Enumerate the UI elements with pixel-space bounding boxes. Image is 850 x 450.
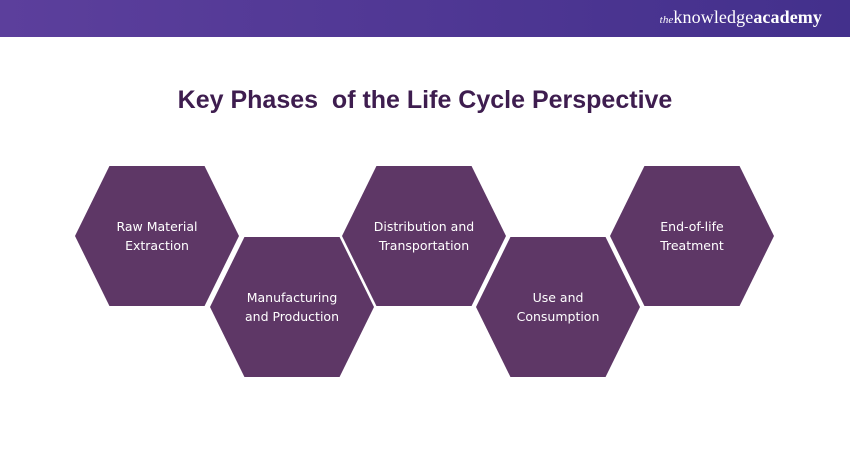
brand-logo: theknowledgeacademy [660,7,822,28]
phase-label: Use and Consumption [516,290,600,324]
brand-regular: knowledge [673,7,754,27]
page-title: Key Phases of the Life Cycle Perspective [177,86,673,114]
brand-bold: academy [753,7,822,27]
brand-prefix: the [659,14,674,26]
top-header-bar: theknowledgeacademy [0,0,850,37]
phase-distribution-and-transportation: Distribution and Transportation [342,166,506,306]
phase-label: Distribution and Transportation [373,219,475,253]
phase-label: End-of-life Treatment [660,219,724,253]
phase-label: Manufacturing and Production [245,290,339,324]
phase-use-and-consumption: Use and Consumption [476,237,640,377]
phase-label: Raw Material Extraction [116,219,198,253]
phase-manufacturing-and-production: Manufacturing and Production [210,237,374,377]
phase-raw-material-extraction: Raw Material Extraction [75,166,239,306]
phase-end-of-life-treatment: End-of-life Treatment [610,166,774,306]
